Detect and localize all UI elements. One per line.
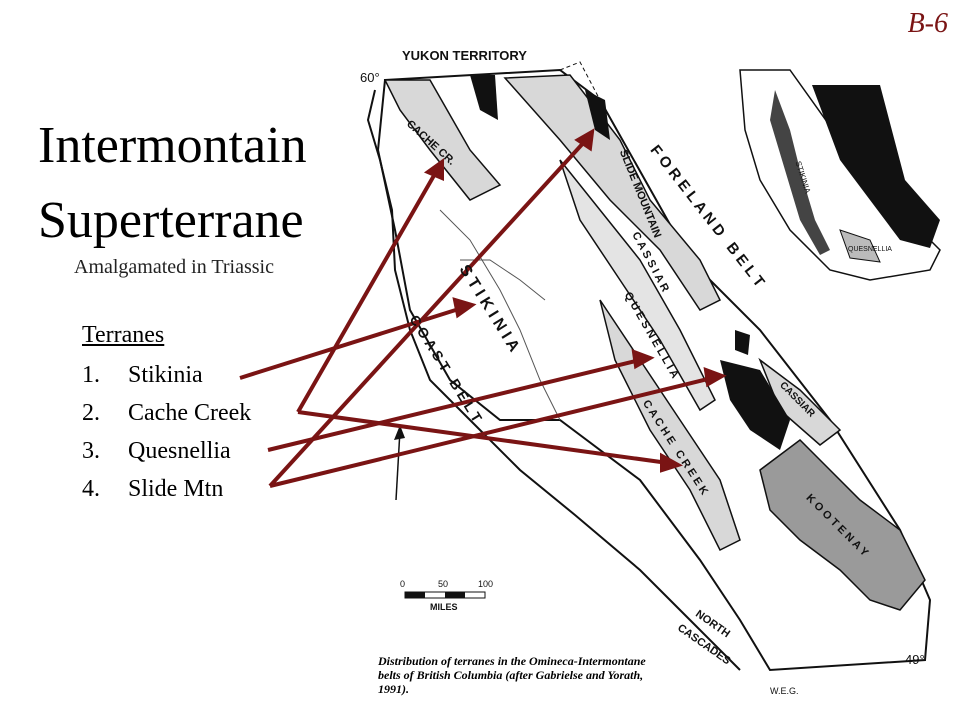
terrane-label: Stikinia (128, 362, 203, 388)
terrane-number: 3. (82, 438, 100, 464)
terrane-number: 4. (82, 476, 100, 502)
author-initials: W.E.G. (770, 686, 799, 696)
slide-mountain-body-1 (470, 75, 498, 120)
slide-mountain-body-4 (735, 330, 750, 355)
yukon-label: YUKON TERRITORY (402, 48, 527, 63)
north-arrow (395, 429, 401, 501)
scale-50: 50 (438, 579, 449, 589)
arrow-stikinia (239, 306, 463, 380)
scale-100: 100 (478, 579, 494, 589)
river (439, 209, 561, 421)
slide-title-line-2: Superterrane (38, 192, 304, 249)
terrane-item: 4. Slide Mtn (82, 476, 223, 503)
coastline (366, 89, 741, 671)
terrane-item: 1. Stikinia (82, 362, 203, 389)
slide-number: B-6 (907, 8, 948, 39)
latitude-49-label: 49° (905, 652, 925, 667)
arrow-cache-creek-south (297, 410, 669, 465)
map-caption: Distribution of terranes in the Omineca-… (378, 654, 646, 696)
terrane-number: 1. (82, 362, 100, 388)
latitude-60-label: 60° (360, 70, 380, 85)
north-arrow-head (394, 425, 405, 440)
cache-creek-north-belt (383, 79, 502, 201)
kootenay-terrane (759, 439, 926, 611)
terrane-item: 3. Quesnellia (82, 438, 231, 465)
terrane-arrows (239, 128, 727, 488)
terrane-number: 2. (82, 400, 100, 426)
slide-title-line-1: Intermontain (38, 117, 307, 174)
scale-0: 0 (400, 579, 406, 589)
inset-map (739, 69, 941, 281)
arrow-slide-mtn-south (269, 376, 713, 488)
quesnellia-belt (559, 159, 716, 412)
terrane-label: Slide Mtn (128, 476, 224, 502)
arrow-slide-mtn-north (268, 138, 588, 488)
terrane-item: 2. Cache Creek (82, 400, 251, 427)
boundary-dashed (559, 61, 601, 101)
inset-quesnellia-label: QUESNELLIA (848, 246, 892, 253)
terrane-label: Quesnellia (128, 438, 231, 464)
terrane-label: Cache Creek (128, 400, 252, 426)
slide-mountain-body-2 (585, 90, 610, 140)
arrow-cache-creek-north (296, 171, 438, 413)
miles-label: MILES (430, 602, 458, 612)
slide-mountain-body-3 (720, 360, 790, 450)
terranes-heading: Terranes (82, 322, 165, 348)
arrow-quesnellia (267, 358, 641, 452)
slide-subtitle: Amalgamated in Triassic (74, 256, 274, 278)
